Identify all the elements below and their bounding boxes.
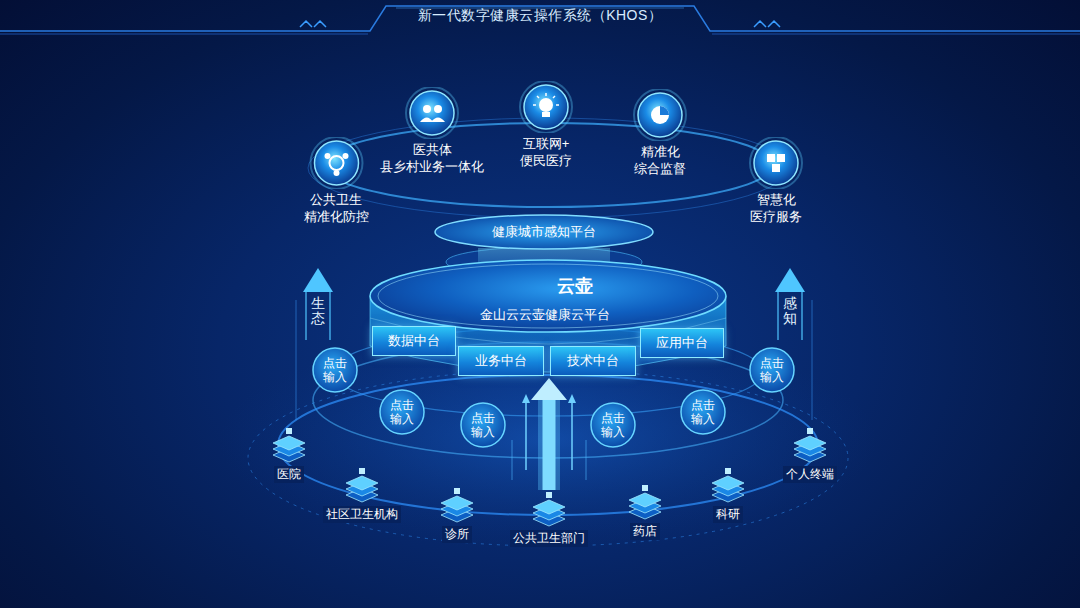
data-source-icon bbox=[529, 492, 569, 528]
node-text: 健康城市感知平台 bbox=[492, 223, 596, 241]
flow-arrow bbox=[531, 378, 567, 490]
node-text: 业务中台 bbox=[475, 352, 527, 370]
arrow-glow bbox=[538, 400, 560, 490]
input-bubble: 点击 输入 bbox=[312, 347, 358, 393]
data-source-icon bbox=[269, 428, 309, 464]
node-text: 点击 输入 bbox=[323, 356, 347, 384]
node-text: 云壶 bbox=[557, 274, 593, 298]
node-text: 医院 bbox=[274, 466, 304, 483]
node-text: 精准化 综合监督 bbox=[634, 143, 686, 177]
data-source-node: 个人终端 bbox=[783, 428, 837, 483]
node-text: 诊所 bbox=[442, 526, 472, 543]
node-text: 点击 输入 bbox=[691, 398, 715, 426]
data-source-icon bbox=[790, 428, 830, 464]
cloud-platform-cylinder: 数据中台业务中台 技术中台 应用中台 云壶金山云云壶健康云平台 bbox=[368, 258, 728, 378]
input-bubble: 点击 输入 bbox=[379, 389, 425, 435]
input-bubble: 点击 输入 bbox=[680, 389, 726, 435]
node-text: 科研 bbox=[713, 506, 743, 523]
data-source-node: 医院 bbox=[269, 428, 309, 483]
node-text: 数据中台 bbox=[388, 332, 440, 350]
data-source-node: 诊所 bbox=[437, 488, 477, 543]
node-text: 药店 bbox=[630, 523, 660, 540]
input-bubble: 点击 输入 bbox=[590, 402, 636, 448]
data-source-node: 公共卫生部门 bbox=[510, 492, 588, 547]
diagram-title: 新一代数字健康云操作系统（KHOS） bbox=[0, 7, 1080, 25]
node-text: 互联网+ 便民医疗 bbox=[520, 135, 572, 169]
middle-platform-band: 应用中台 bbox=[640, 328, 724, 358]
data-source-icon bbox=[437, 488, 477, 524]
arrow-shaft bbox=[543, 400, 556, 490]
service-bubble: 精准化 综合监督 bbox=[632, 89, 688, 177]
arrow-head bbox=[531, 378, 567, 400]
node-text: 点击 输入 bbox=[601, 411, 625, 439]
input-bubble: 点击 输入 bbox=[460, 402, 506, 448]
node-text: 点击 输入 bbox=[390, 398, 414, 426]
data-source-node: 科研 bbox=[708, 468, 748, 523]
bubble-icon bbox=[518, 81, 574, 133]
node-text: 点击 输入 bbox=[760, 356, 784, 384]
flow-label: 生态 bbox=[311, 296, 325, 327]
node-text: 公共卫生部门 bbox=[510, 530, 588, 547]
data-source-node: 药店 bbox=[625, 485, 665, 540]
bubble-icon bbox=[748, 137, 804, 189]
node-text: 技术中台 bbox=[567, 352, 619, 370]
service-bubble: 医共体 县乡村业务一体化 bbox=[380, 87, 484, 175]
data-source-node: 社区卫生机构 bbox=[323, 468, 401, 523]
bubble-icon bbox=[308, 137, 364, 189]
service-bubble: 互联网+ 便民医疗 bbox=[518, 81, 574, 169]
data-source-icon bbox=[342, 468, 382, 504]
data-source-icon bbox=[708, 468, 748, 504]
data-source-icon bbox=[625, 485, 665, 521]
service-bubble: 智慧化 医疗服务 bbox=[748, 137, 804, 225]
input-bubble: 点击 输入 bbox=[749, 347, 795, 393]
node-text: 医共体 县乡村业务一体化 bbox=[380, 141, 484, 175]
node-text: 金山云云壶健康云平台 bbox=[480, 306, 610, 324]
node-text: 个人终端 bbox=[783, 466, 837, 483]
middle-platform-band: 技术中台 bbox=[550, 346, 636, 376]
node-text: 应用中台 bbox=[656, 334, 708, 352]
service-bubble: 公共卫生 精准化防控 bbox=[304, 137, 369, 225]
middle-platform-band: 数据中台 bbox=[372, 326, 456, 356]
node-text: 智慧化 医疗服务 bbox=[750, 191, 802, 225]
bubble-icon bbox=[404, 87, 460, 139]
node-text: 点击 输入 bbox=[471, 411, 495, 439]
bubble-icon bbox=[632, 89, 688, 141]
flow-label: 感知 bbox=[783, 296, 797, 327]
middle-platform-band: 业务中台 bbox=[458, 346, 544, 376]
node-text: 社区卫生机构 bbox=[323, 506, 401, 523]
platform-ellipse: 健康城市感知平台 bbox=[434, 214, 654, 250]
node-text: 公共卫生 精准化防控 bbox=[304, 191, 369, 225]
